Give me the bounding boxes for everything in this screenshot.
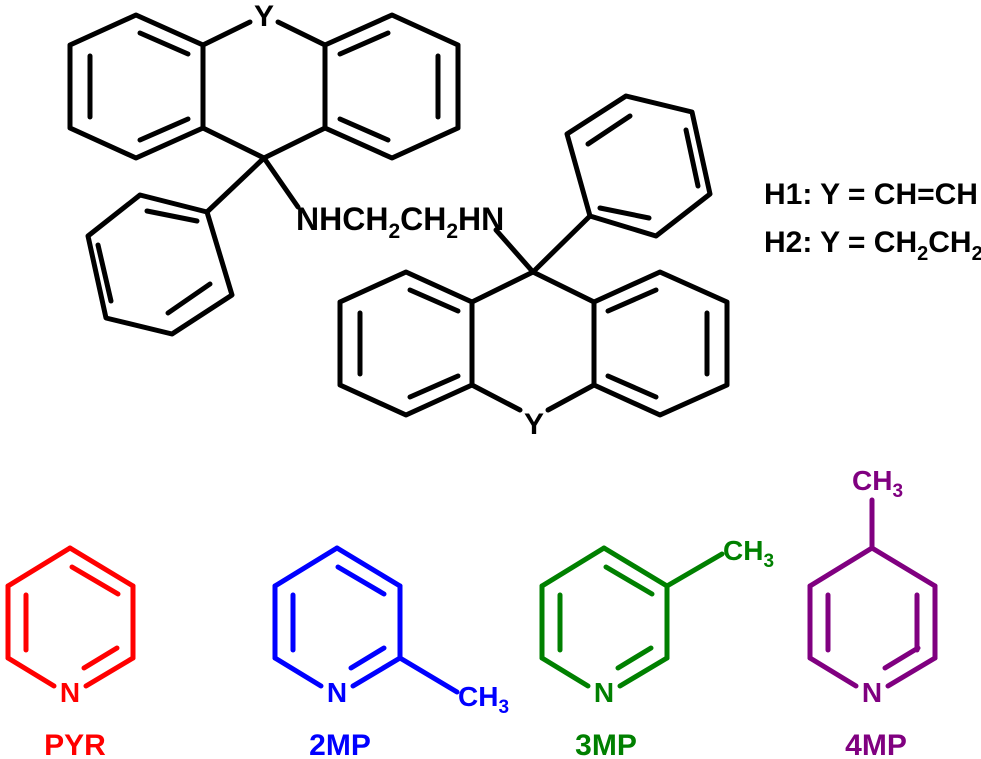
linker-subscript-1: 2 <box>388 220 400 243</box>
legend-h1: H1: Y = CH=CH <box>764 178 978 211</box>
guest-pyr: N PYR <box>5 545 136 759</box>
upper-c9-phenyl-bond <box>204 155 267 215</box>
linker-nhch: NHCH <box>296 201 388 237</box>
4mp-methyl-ch: CH <box>852 465 892 496</box>
4mp-methyl: CH3 <box>852 465 903 502</box>
guest-2mp: N CH3 2MP <box>272 545 509 759</box>
upper-y-atom: Y <box>254 0 274 33</box>
2mp-label: 2MP <box>309 729 371 759</box>
pyr-label: PYR <box>44 729 106 759</box>
4mp-methyl-sub: 3 <box>892 481 903 502</box>
3mp-methyl-sub: 3 <box>763 551 774 572</box>
lower-n-c9-bond <box>493 227 536 275</box>
upper-c9-n-bond <box>261 155 301 210</box>
2mp-n-atom: N <box>327 677 347 708</box>
4mp-label: 4MP <box>845 729 907 759</box>
host-labels: Y Y NHCH2CH2HN H1: Y = CH=CH H2: Y = CH2… <box>254 0 981 441</box>
host-molecule <box>67 12 730 418</box>
lower-left-benzo-ring <box>337 269 475 418</box>
lower-bridge-y-to-right <box>545 382 597 413</box>
3mp-label: 3MP <box>575 729 637 759</box>
lower-phenyl-ring <box>564 93 713 239</box>
upper-bridge-left-to-y <box>200 19 253 48</box>
3mp-n-atom: N <box>594 677 614 708</box>
pyr-n-atom: N <box>60 677 80 708</box>
upper-left-benzo-ring <box>67 12 206 161</box>
legend-h2-prefix: H2: Y = CH <box>764 226 917 259</box>
2mp-methyl: CH3 <box>458 681 509 718</box>
upper-right-benzo-ring <box>322 12 461 161</box>
linker-label: NHCH2CH2HN <box>296 201 504 243</box>
linker-subscript-2: 2 <box>446 220 458 243</box>
2mp-methyl-ch: CH <box>458 681 498 712</box>
2mp-methyl-sub: 3 <box>498 697 509 718</box>
upper-phenyl-ring <box>85 192 235 337</box>
3mp-methyl-ch: CH <box>723 535 763 566</box>
legend-h2-sub1: 2 <box>917 243 928 265</box>
guest-4mp: N CH3 4MP <box>807 465 938 759</box>
linker-hn: HN <box>458 201 504 237</box>
lower-right-benzo-ring <box>591 269 730 418</box>
legend-h2-mid: CH <box>928 226 971 259</box>
linker-ch: CH <box>400 201 446 237</box>
legend-h2: H2: Y = CH2CH2 <box>764 226 981 265</box>
lower-y-atom: Y <box>524 408 544 441</box>
legend-h2-sub2: 2 <box>972 243 981 265</box>
lower-bridge-left-to-y <box>469 382 523 413</box>
upper-c9-right-bond <box>261 125 328 161</box>
upper-c9-left-bond <box>200 125 267 161</box>
lower-c9-left-bond <box>469 269 536 305</box>
4mp-n-atom: N <box>862 677 882 708</box>
guest-3mp: N CH3 3MP <box>539 535 774 759</box>
lower-c9-right-bond <box>530 269 597 305</box>
lower-c9-phenyl-bond <box>530 213 593 275</box>
3mp-methyl: CH3 <box>723 535 774 572</box>
upper-bridge-y-to-right <box>275 19 328 48</box>
